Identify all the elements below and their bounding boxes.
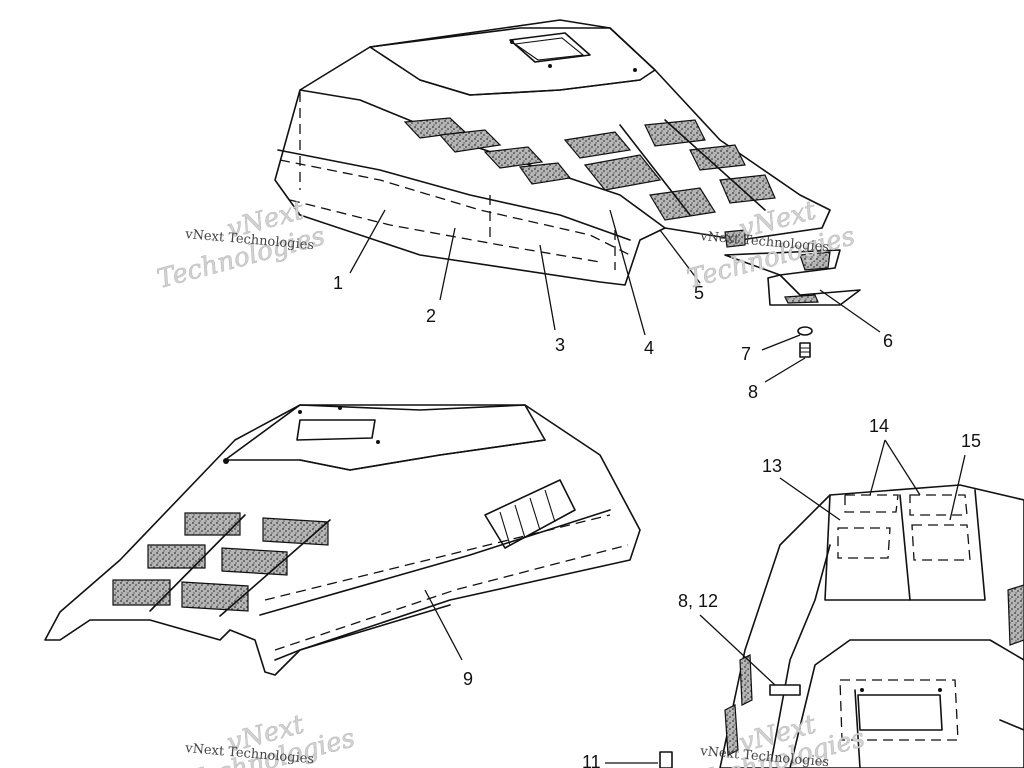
middle-hood-louvres — [112, 512, 331, 617]
leader-lines-top — [349, 209, 881, 383]
washer — [797, 326, 813, 336]
hood-assembly-front — [659, 484, 1024, 768]
callout-4: 4 — [644, 338, 654, 358]
callout-1: 1 — [333, 273, 343, 293]
callout-3: 3 — [555, 335, 565, 355]
right-vent-louvres — [563, 119, 776, 221]
callout-5: 5 — [694, 283, 704, 303]
callout-labels: 1 2 3 4 5 6 7 8 9 8, 12 11 13 14 15 — [333, 273, 981, 768]
callout-11: 11 — [582, 752, 601, 768]
callout-15: 15 — [961, 431, 981, 451]
left-vent-row — [403, 117, 572, 185]
callout-14: 14 — [869, 416, 889, 436]
watermark-1: vNext Technologies vNext Technologies — [154, 195, 329, 295]
callout-7: 7 — [741, 344, 751, 364]
callout-13: 13 — [762, 456, 782, 476]
watermark-3: vNext Technologies vNext Technologies — [184, 709, 359, 768]
callout-6: 6 — [883, 331, 893, 351]
hood-assembly-top — [274, 19, 861, 358]
callout-8: 8 — [748, 382, 758, 402]
leader-lines-bottom — [605, 439, 966, 764]
callout-8-12: 8, 12 — [678, 591, 718, 611]
hood-assembly-bottom — [44, 404, 641, 676]
callout-9: 9 — [463, 669, 473, 689]
side-vent — [484, 479, 576, 549]
top-intake-window-2 — [296, 419, 376, 441]
bolt — [799, 342, 811, 358]
mounting-bracket — [724, 229, 861, 306]
callout-2: 2 — [426, 306, 436, 326]
leader-9 — [424, 589, 463, 661]
